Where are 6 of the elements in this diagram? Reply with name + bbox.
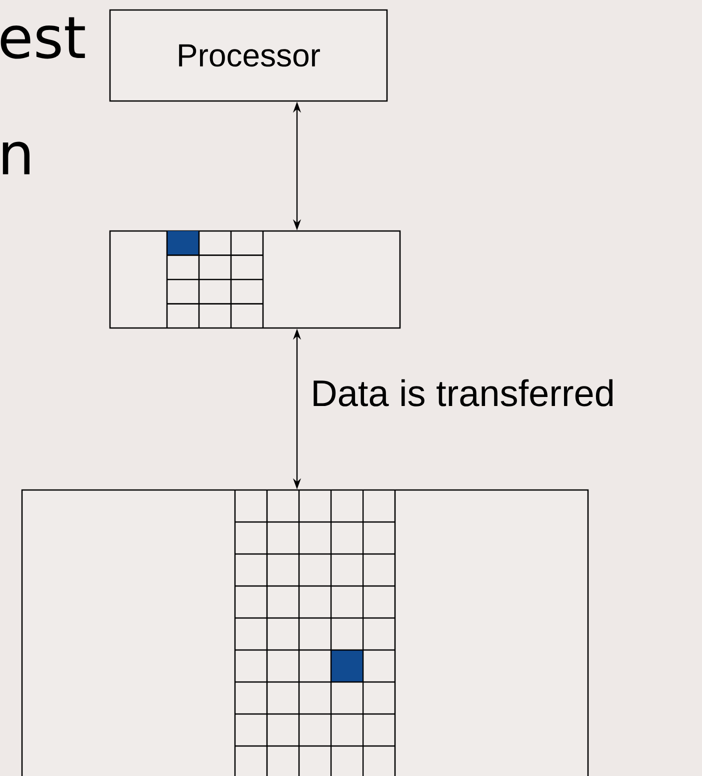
memory-block-box	[21, 489, 589, 776]
slide-text: n	[2, 142, 30, 174]
processor-box: Processor	[109, 9, 388, 102]
edge-label: Data is transferred	[314, 379, 613, 406]
cache-box	[109, 230, 401, 329]
slide-text: est	[0, 17, 85, 59]
